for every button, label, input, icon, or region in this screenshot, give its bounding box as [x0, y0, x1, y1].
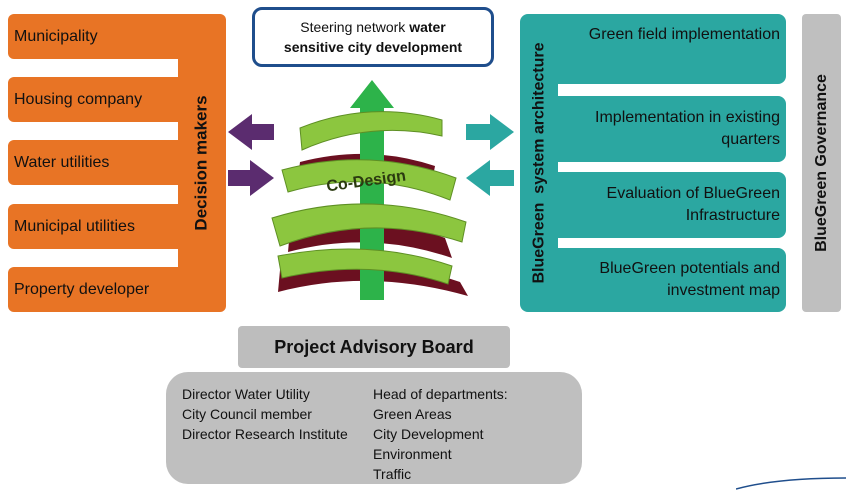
architecture-item-line: Evaluation of BlueGreen — [606, 185, 780, 202]
advisory-members-left: Director Water Utility City Council memb… — [182, 384, 348, 444]
purple-arrow-right-icon — [228, 160, 274, 196]
system-architecture-title: BlueGreen system architecture — [530, 42, 547, 284]
architecture-item: Implementation in existing quarters — [554, 96, 786, 162]
decision-makers-title-wrap: Decision makers — [178, 14, 226, 312]
advisory-member: Environment — [373, 446, 452, 462]
decision-maker-label: Property developer — [14, 280, 150, 298]
co-design-spiral: Co-Design — [228, 80, 514, 300]
governance-title-wrap: BlueGreen Governance — [802, 14, 841, 312]
architecture-item-line: Green field implementation — [588, 26, 780, 43]
steering-text-bold: water — [409, 19, 446, 35]
decision-makers-title: Decision makers — [192, 95, 212, 231]
decision-maker-item: Water utilities — [8, 140, 180, 185]
governance-bar — [802, 14, 841, 312]
advisory-board-title: Project Advisory Board — [274, 336, 474, 357]
advisory-member: Director Water Utility — [182, 386, 310, 402]
decision-maker-label: Municipality — [14, 27, 98, 45]
decision-makers-spine — [178, 14, 226, 312]
governance-title: BlueGreen Governance — [812, 74, 830, 252]
architecture-item-line: Implementation in existing — [595, 109, 780, 126]
architecture-item: BlueGreen potentials and investment map — [554, 248, 786, 312]
decision-maker-item: Property developer — [8, 267, 180, 312]
architecture-item: Green field implementation — [554, 14, 786, 84]
decision-maker-label: Municipal utilities — [14, 217, 135, 235]
steering-text: Steering network — [300, 19, 406, 35]
advisory-member: Traffic — [373, 466, 412, 482]
advisory-member: City Development — [373, 426, 484, 442]
advisory-member: Green Areas — [373, 406, 452, 422]
teal-arrow-left-icon — [466, 160, 514, 196]
corner-line — [736, 477, 846, 490]
architecture-item-line: investment map — [667, 282, 780, 299]
architecture-item-line: quarters — [721, 131, 780, 148]
teal-arrow-right-icon — [466, 114, 514, 150]
decision-maker-label: Water utilities — [14, 153, 110, 171]
advisory-member: Director Research Institute — [182, 426, 348, 442]
purple-arrow-left-icon — [228, 114, 274, 150]
decision-maker-label: Housing company — [14, 90, 143, 108]
system-architecture-title-wrap: BlueGreen system architecture — [520, 14, 558, 312]
advisory-board-title-box: Project Advisory Board — [238, 326, 510, 368]
system-architecture-spine — [520, 14, 558, 312]
advisory-member: City Council member — [182, 406, 312, 422]
green-up-arrow-icon — [350, 80, 394, 300]
decision-maker-item: Housing company — [8, 77, 180, 122]
steering-network-box: Steering network water sensitive city de… — [252, 7, 494, 67]
advisory-members-right: Head of departments: Green Areas City De… — [373, 384, 508, 484]
advisory-member: Head of departments: — [373, 386, 508, 402]
steering-text-line2: sensitive city development — [283, 39, 463, 55]
advisory-members-box: Director Water Utility City Council memb… — [166, 372, 582, 484]
architecture-item-line: Infrastructure — [685, 207, 780, 224]
decision-maker-item: Municipality — [8, 14, 180, 59]
architecture-item-line: BlueGreen potentials and — [599, 260, 780, 277]
decision-maker-item: Municipal utilities — [8, 204, 180, 249]
